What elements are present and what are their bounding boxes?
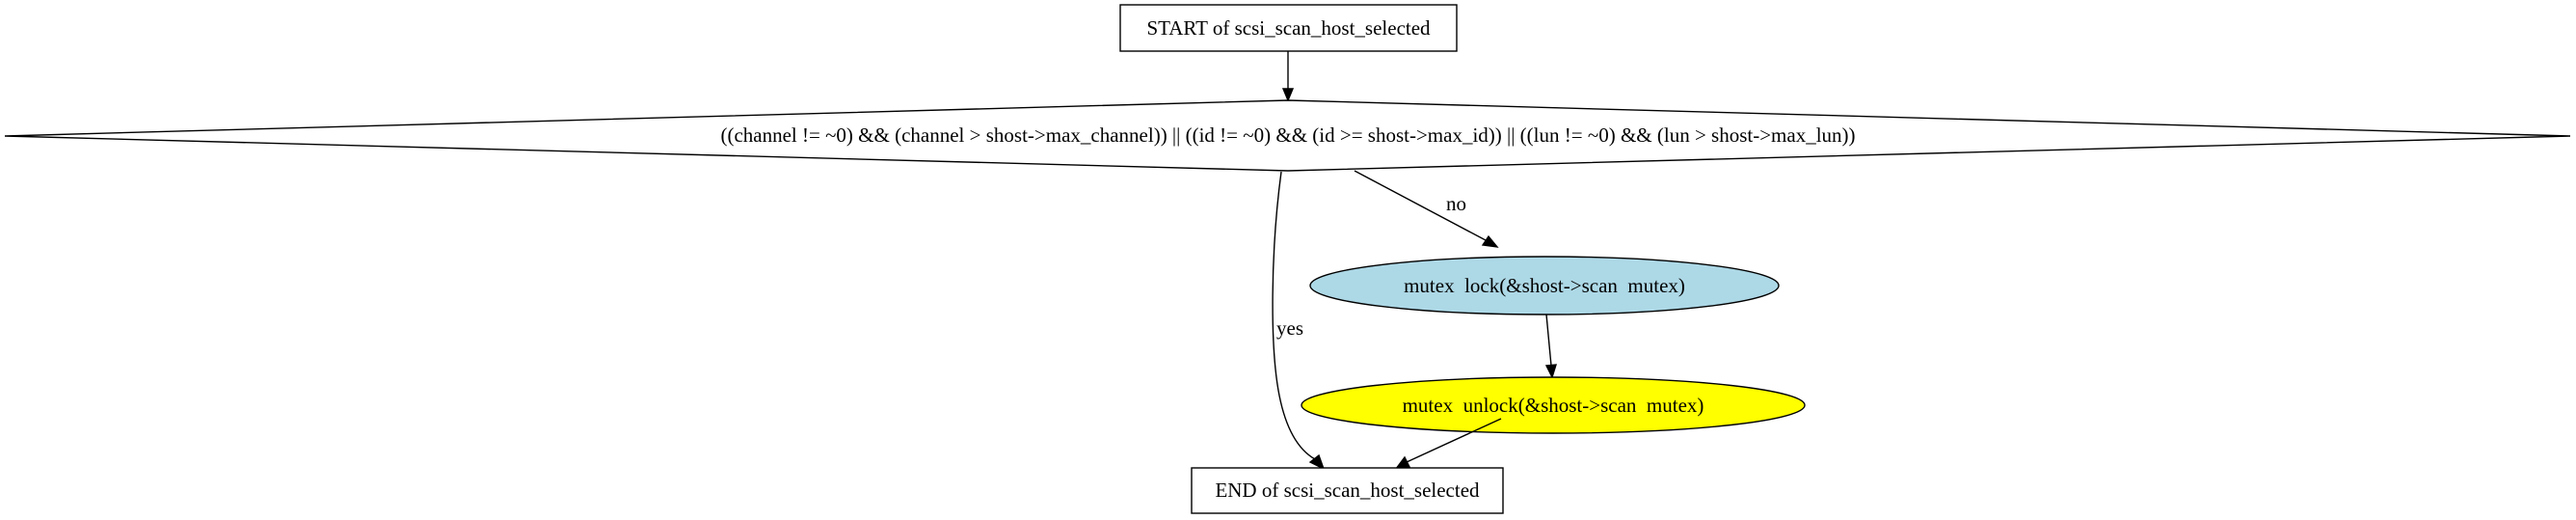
arrowhead-icon bbox=[1394, 455, 1411, 470]
condition-node[interactable]: ((channel != ~0) && (channel > shost->ma… bbox=[4, 99, 2571, 172]
edge-condition-no: no bbox=[1354, 170, 1499, 248]
edge-lock-to-unlock-line bbox=[1545, 314, 1552, 367]
edge-condition-yes: yes bbox=[1272, 171, 1326, 471]
end-node-label: END of scsi_scan_host_selected bbox=[1215, 479, 1480, 502]
edge-start-to-condition bbox=[1281, 51, 1295, 102]
arrowhead-icon bbox=[1544, 364, 1557, 379]
end-node[interactable]: END of scsi_scan_host_selected bbox=[1191, 467, 1504, 514]
edge-condition-no-line bbox=[1354, 170, 1487, 241]
edge-lock-to-unlock bbox=[1544, 314, 1557, 379]
arrowhead-icon bbox=[1308, 453, 1326, 471]
condition-node-diamond bbox=[4, 99, 2571, 172]
start-node[interactable]: START of scsi_scan_host_selected bbox=[1119, 4, 1458, 52]
arrowhead-icon bbox=[1481, 234, 1499, 248]
arrowhead-icon bbox=[1281, 88, 1295, 102]
condition-node-label: ((channel != ~0) && (channel > shost->ma… bbox=[720, 123, 1855, 147]
edge-label-yes: yes bbox=[1276, 316, 1303, 340]
mutex-lock-node-ellipse bbox=[1309, 256, 1780, 315]
edge-label-no: no bbox=[1446, 192, 1466, 215]
edge-condition-yes-line bbox=[1272, 171, 1316, 460]
mutex-unlock-node-ellipse bbox=[1301, 376, 1806, 434]
start-node-label: START of scsi_scan_host_selected bbox=[1146, 16, 1431, 40]
mutex-unlock-node[interactable]: mutex unlock(&shost->scan mutex) bbox=[1301, 376, 1806, 434]
start-node-box bbox=[1119, 4, 1458, 52]
edge-unlock-to-end-line bbox=[1406, 418, 1502, 463]
mutex-unlock-node-label: mutex unlock(&shost->scan mutex) bbox=[1403, 394, 1704, 417]
end-node-box bbox=[1191, 467, 1504, 514]
mutex-lock-node-label: mutex lock(&shost->scan mutex) bbox=[1404, 274, 1685, 297]
mutex-lock-node[interactable]: mutex lock(&shost->scan mutex) bbox=[1309, 256, 1780, 315]
